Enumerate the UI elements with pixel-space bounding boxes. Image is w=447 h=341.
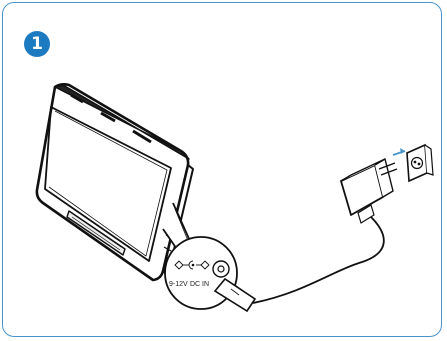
instruction-panel: 1	[2, 2, 442, 337]
insert-arrowhead	[400, 148, 405, 154]
voltage-label: 9-12V	[169, 281, 188, 288]
connection-illustration: 9-12V DC IN	[35, 83, 434, 313]
dc-plug	[213, 277, 257, 313]
dc-in-label: DC IN	[190, 281, 209, 288]
power-cable	[252, 216, 385, 304]
ac-adapter	[340, 158, 398, 224]
wall-socket	[406, 143, 434, 183]
step-number-badge: 1	[24, 31, 50, 57]
